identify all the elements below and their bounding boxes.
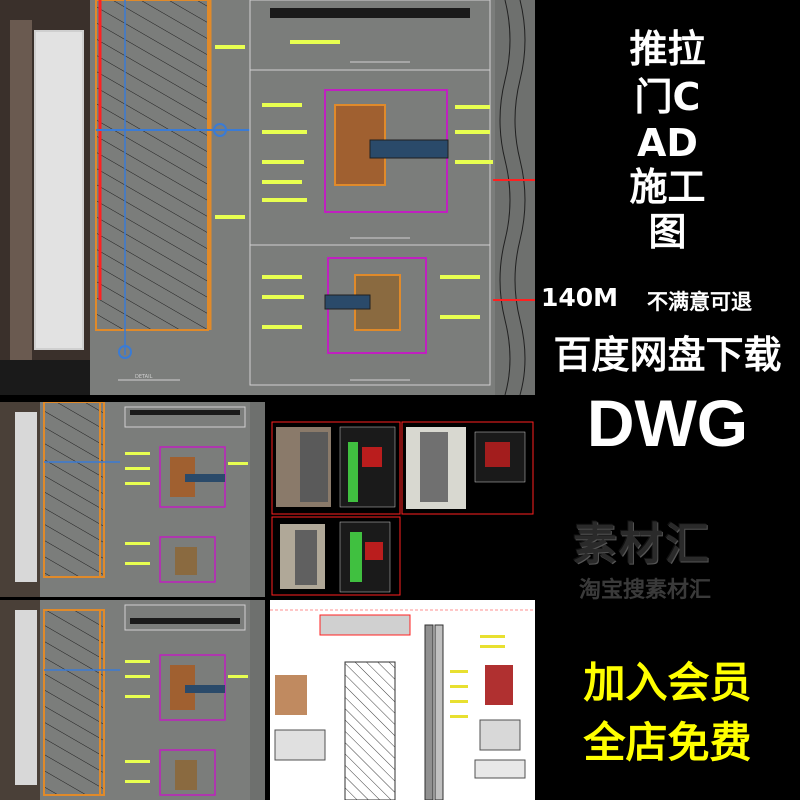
title-line-4: 施工: [629, 165, 706, 209]
thumbnail-cad-white-sheet: [270, 600, 535, 800]
cad-drawing-thumb-1: [0, 402, 265, 597]
title-line-1: 推拉: [629, 27, 706, 71]
promo-line-2: 全店免费: [583, 718, 752, 767]
refund-note: 不满意可退: [647, 290, 752, 314]
cad-drawing-thumb-2: [270, 402, 535, 597]
watermark-subtext: 淘宝搜素材汇: [579, 578, 712, 603]
cad-drawing-thumb-3: [0, 600, 265, 800]
cad-drawing-main: DETAIL: [0, 0, 535, 395]
download-source: 百度网盘下载: [553, 333, 782, 377]
thumbnail-cad-gray-2: [0, 600, 265, 800]
main-cad-preview: DETAIL: [0, 0, 535, 395]
info-column: 推拉 门C AD 施工 图 140M 不满意可退 百度网盘下载 DWG 素材汇 …: [535, 0, 800, 800]
thumbnail-cad-black-sheet: [270, 402, 535, 597]
promo-line-1: 加入会员: [583, 658, 752, 707]
detail-tag: DETAIL: [135, 374, 153, 380]
title-line-3: AD: [637, 121, 698, 165]
title-line-5: 图: [648, 210, 687, 254]
thumbnail-cad-gray-1: [0, 402, 265, 597]
title-line-2: 门C: [634, 75, 701, 119]
size-refund-row: 140M 不满意可退: [535, 283, 800, 315]
cad-drawing-thumb-4: [270, 600, 535, 800]
file-format: DWG: [586, 386, 749, 460]
watermark-logo: 素材汇: [573, 519, 711, 570]
file-size: 140M: [541, 283, 619, 312]
